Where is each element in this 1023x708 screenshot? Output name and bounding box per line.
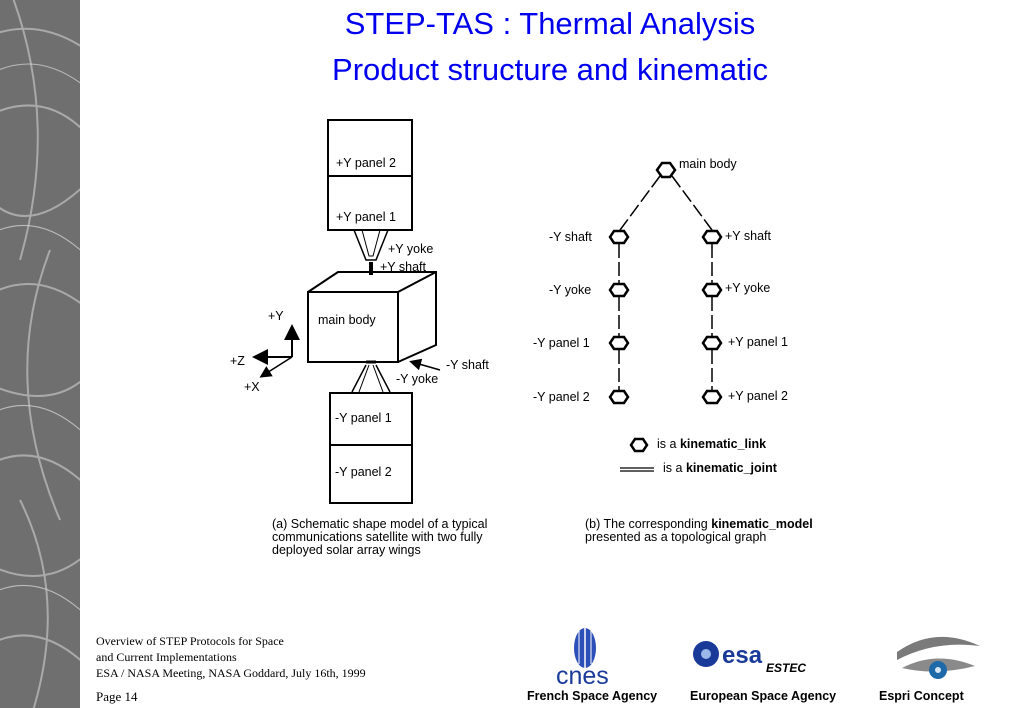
label-pos-y-panel-2: +Y panel 2 xyxy=(336,156,396,170)
kinematic-graph-edges xyxy=(618,175,713,390)
legend-link-symbol xyxy=(629,437,649,453)
caption-a: (a) Schematic shape model of a typical c… xyxy=(272,518,562,557)
espri-label: Espri Concept xyxy=(879,689,964,703)
label-pos-y-yoke: +Y yoke xyxy=(388,242,433,256)
cnes-wordmark: cnes xyxy=(556,662,609,690)
graph-label-pos-y-panel-2: +Y panel 2 xyxy=(728,389,788,403)
estec-wordmark: ESTEC xyxy=(766,661,806,675)
esa-wordmark: esa xyxy=(722,642,763,669)
node-neg-y-yoke xyxy=(608,282,630,298)
node-neg-y-panel-1 xyxy=(608,335,630,351)
espri-emblem xyxy=(897,636,980,660)
legend-link-text: is a kinematic_link xyxy=(657,437,766,451)
caption-b-line2: presented as a topological graph xyxy=(585,530,767,544)
footer-line3: ESA / NASA Meeting, NASA Goddard, July 1… xyxy=(96,666,366,680)
graph-label-neg-y-shaft: -Y shaft xyxy=(549,230,592,244)
cnes-label: French Space Agency xyxy=(527,689,658,703)
main-body-cube-front xyxy=(307,291,399,363)
node-neg-y-panel-2 xyxy=(608,389,630,405)
node-main-body xyxy=(655,161,677,179)
graph-label-neg-y-yoke: -Y yoke xyxy=(549,283,591,297)
graph-label-pos-y-shaft: +Y shaft xyxy=(725,229,772,243)
neg-y-panel-2-shape xyxy=(329,444,413,504)
axis-x-arrow xyxy=(259,356,293,378)
label-neg-y-panel-2: -Y panel 2 xyxy=(335,465,392,479)
label-axis-z: +Z xyxy=(230,354,245,368)
caption-a-line3: deployed solar array wings xyxy=(272,543,421,557)
caption-b: (b) The corresponding kinematic_model pr… xyxy=(585,518,885,544)
pos-y-panel-1-shape xyxy=(327,175,413,231)
pos-y-yoke-shape xyxy=(353,229,389,261)
esa-label: European Space Agency xyxy=(690,689,837,703)
node-pos-y-panel-2 xyxy=(701,389,723,405)
caption-a-line2: communications satellite with two fully xyxy=(272,530,483,544)
footer-line2: and Current Implementations xyxy=(96,650,237,664)
label-neg-y-yoke: -Y yoke xyxy=(396,372,438,386)
label-main-body: main body xyxy=(318,313,376,327)
label-neg-y-shaft: -Y shaft xyxy=(446,358,489,372)
caption-a-line1: (a) Schematic shape model of a typical xyxy=(272,517,488,531)
page-number: Page 14 xyxy=(96,689,138,704)
neg-y-yoke-shape xyxy=(351,364,391,393)
footer-line1: Overview of STEP Protocols for Space xyxy=(96,634,284,648)
legend-joint-text: is a kinematic_joint xyxy=(663,461,778,475)
label-pos-y-shaft: +Y shaft xyxy=(380,260,427,274)
slide-title-line2: Product structure and kinematic xyxy=(332,52,768,87)
graph-label-neg-y-panel-1: -Y panel 1 xyxy=(533,336,590,350)
schematic-satellite xyxy=(252,119,441,504)
decorative-sidebar xyxy=(0,0,80,708)
node-pos-y-panel-1 xyxy=(701,335,723,351)
label-axis-x: +X xyxy=(244,380,260,394)
neg-y-shaft-leader xyxy=(409,358,441,371)
caption-b-prefix: (b) The corresponding xyxy=(585,517,708,531)
node-pos-y-yoke xyxy=(701,282,723,298)
caption-b-line1: (b) The corresponding kinematic_model xyxy=(585,518,885,531)
node-pos-y-shaft xyxy=(701,229,723,245)
graph-label-neg-y-panel-2: -Y panel 2 xyxy=(533,390,590,404)
label-neg-y-panel-1: -Y panel 1 xyxy=(335,411,392,425)
graph-label-pos-y-panel-1: +Y panel 1 xyxy=(728,335,788,349)
slide-title-line1: STEP-TAS : Thermal Analysis xyxy=(344,6,756,41)
node-neg-y-shaft xyxy=(608,229,630,245)
esa-logo: esa ESTEC xyxy=(693,641,806,675)
sidebar-pattern xyxy=(0,0,80,708)
legend-joint-symbol xyxy=(620,467,654,472)
espri-logo xyxy=(897,636,980,679)
caption-b-term: kinematic_model xyxy=(711,517,813,531)
graph-label-pos-y-yoke: +Y yoke xyxy=(725,281,770,295)
label-axis-y: +Y xyxy=(268,309,284,323)
cnes-logo: cnes xyxy=(556,620,609,690)
graph-label-main-body: main body xyxy=(679,157,737,171)
label-pos-y-panel-1: +Y panel 1 xyxy=(336,210,396,224)
kinematic-graph-nodes xyxy=(608,161,723,453)
